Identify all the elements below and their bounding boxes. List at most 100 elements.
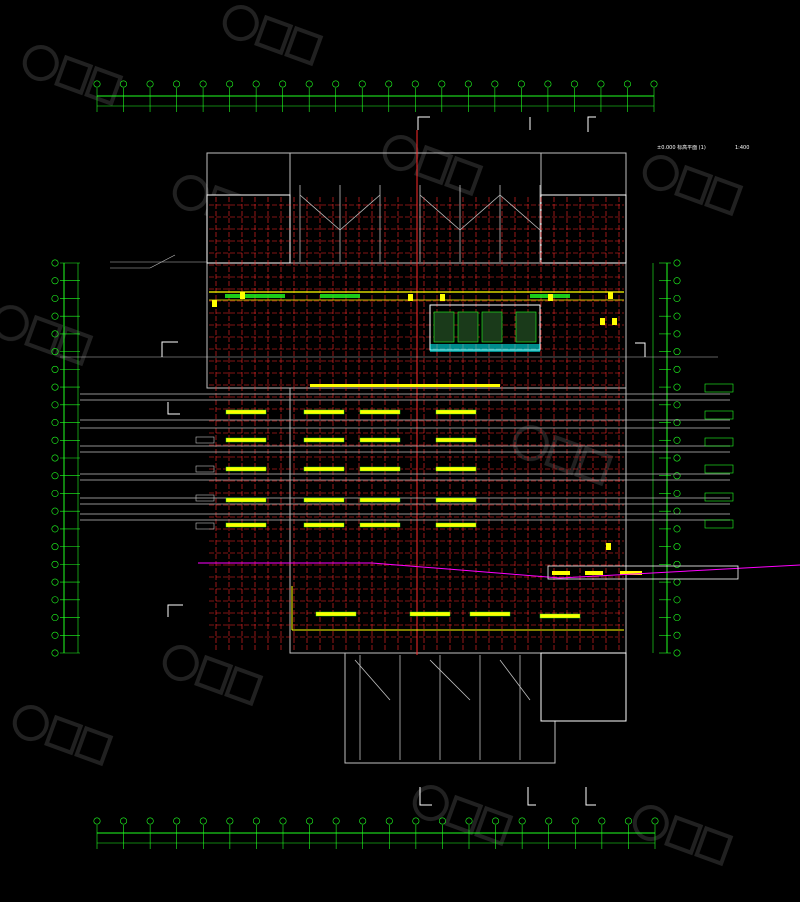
logo-mark-icon (0, 305, 29, 342)
watermark-logo-icon (22, 45, 124, 107)
platform-canopy (359, 409, 401, 415)
column-marker (612, 318, 617, 325)
axis-bubble (51, 489, 59, 497)
leader-mark (419, 787, 432, 806)
axis-bubble (146, 80, 154, 88)
entrance-ramps (299, 185, 541, 760)
ticket-counter (225, 294, 285, 298)
axis-bubble (51, 277, 59, 285)
axis-bubble (673, 596, 681, 604)
logo-glyph (224, 665, 264, 707)
axis-bubble (359, 817, 367, 825)
axis-bubble (332, 817, 340, 825)
drawing-title-block: ±0.000 标高平面 (1) 1:400 (657, 144, 749, 151)
entrance-outline (704, 410, 734, 420)
logo-glyph (194, 654, 234, 696)
leader-mark (167, 402, 180, 415)
logo-glyph (254, 14, 294, 56)
axis-bubble (623, 80, 631, 88)
platform-canopy (435, 409, 477, 415)
axis-bubble (51, 560, 59, 568)
entrance-outline (195, 494, 215, 502)
axis-bubble (173, 817, 181, 825)
axis-bubble (651, 817, 659, 825)
section-line (198, 562, 800, 580)
axis-bubble (492, 817, 500, 825)
platform-canopy (303, 522, 345, 528)
logo-mark-icon (412, 785, 449, 822)
axis-bubble (673, 560, 681, 568)
axis-bubble (673, 631, 681, 639)
platform-canopy (303, 466, 345, 472)
escalator-3 (481, 311, 503, 343)
platform-canopy (409, 611, 451, 617)
column-marker (440, 294, 445, 301)
axis-bubble (306, 817, 314, 825)
logo-glyph (474, 805, 514, 847)
axis-bubble (120, 817, 128, 825)
escalator-1 (433, 311, 455, 343)
logo-glyph (284, 25, 324, 67)
platform-canopy (303, 409, 345, 415)
section-box (547, 565, 739, 580)
platform-canopy (303, 437, 345, 443)
axis-bubble (438, 817, 446, 825)
axis-bubble (544, 80, 552, 88)
logo-glyph (414, 144, 454, 186)
logo-mark-icon (162, 645, 199, 682)
logo-glyph (54, 54, 94, 96)
axis-bubble (199, 817, 207, 825)
entrance-outline (704, 437, 734, 447)
entrance-outline (195, 465, 215, 473)
axis-bubble (673, 543, 681, 551)
left-axis-bubbles (51, 259, 80, 657)
axis-bubble (358, 80, 366, 88)
platform-canopy (469, 611, 511, 617)
watermark-logo-icon (222, 5, 324, 67)
axis-bubble (226, 817, 234, 825)
section-marker (585, 571, 603, 575)
axis-bubble (332, 80, 340, 88)
ramp-stroke (339, 194, 381, 231)
ramp-stroke (419, 194, 461, 231)
escalator-base (430, 344, 540, 352)
entrance-outline (704, 492, 734, 502)
axis-bubble (51, 631, 59, 639)
axis-bubble (624, 817, 632, 825)
column-marker (548, 294, 553, 301)
axis-bubble (51, 525, 59, 533)
platform-canopy (225, 466, 267, 472)
axis-bubble (545, 817, 553, 825)
platform-canopy (435, 466, 477, 472)
drawing-scale: 1:400 (735, 145, 749, 151)
escalator-2 (457, 311, 479, 343)
top-entrance-bay (289, 152, 542, 264)
axis-bubble (51, 436, 59, 444)
column-marker (606, 543, 611, 550)
axis-bubble (673, 507, 681, 515)
ramp-stroke (459, 194, 501, 231)
platform-canopy (225, 522, 267, 528)
watermark-logo-icon (632, 805, 734, 867)
axis-bubble (173, 80, 181, 88)
axis-bubble (673, 472, 681, 480)
axis-bubble (673, 259, 681, 267)
axis-bubble (51, 472, 59, 480)
axis-bubble (673, 294, 681, 302)
watermark-logo-icon (382, 135, 484, 197)
platform-canopy (435, 497, 477, 503)
platform-canopy (225, 409, 267, 415)
watermark-logo-icon (162, 645, 264, 707)
bottom-annex (344, 652, 556, 764)
axis-bubble (673, 419, 681, 427)
room-bottom-right (540, 652, 627, 722)
leader-mark (587, 116, 596, 132)
axis-bubble (650, 80, 658, 88)
leader-mark (161, 341, 178, 357)
axis-bubble (673, 277, 681, 285)
axis-bubble (673, 348, 681, 356)
axis-bubble (226, 80, 234, 88)
axis-bubble (51, 401, 59, 409)
entrance-outline (195, 522, 215, 530)
leader-mark (635, 342, 646, 357)
